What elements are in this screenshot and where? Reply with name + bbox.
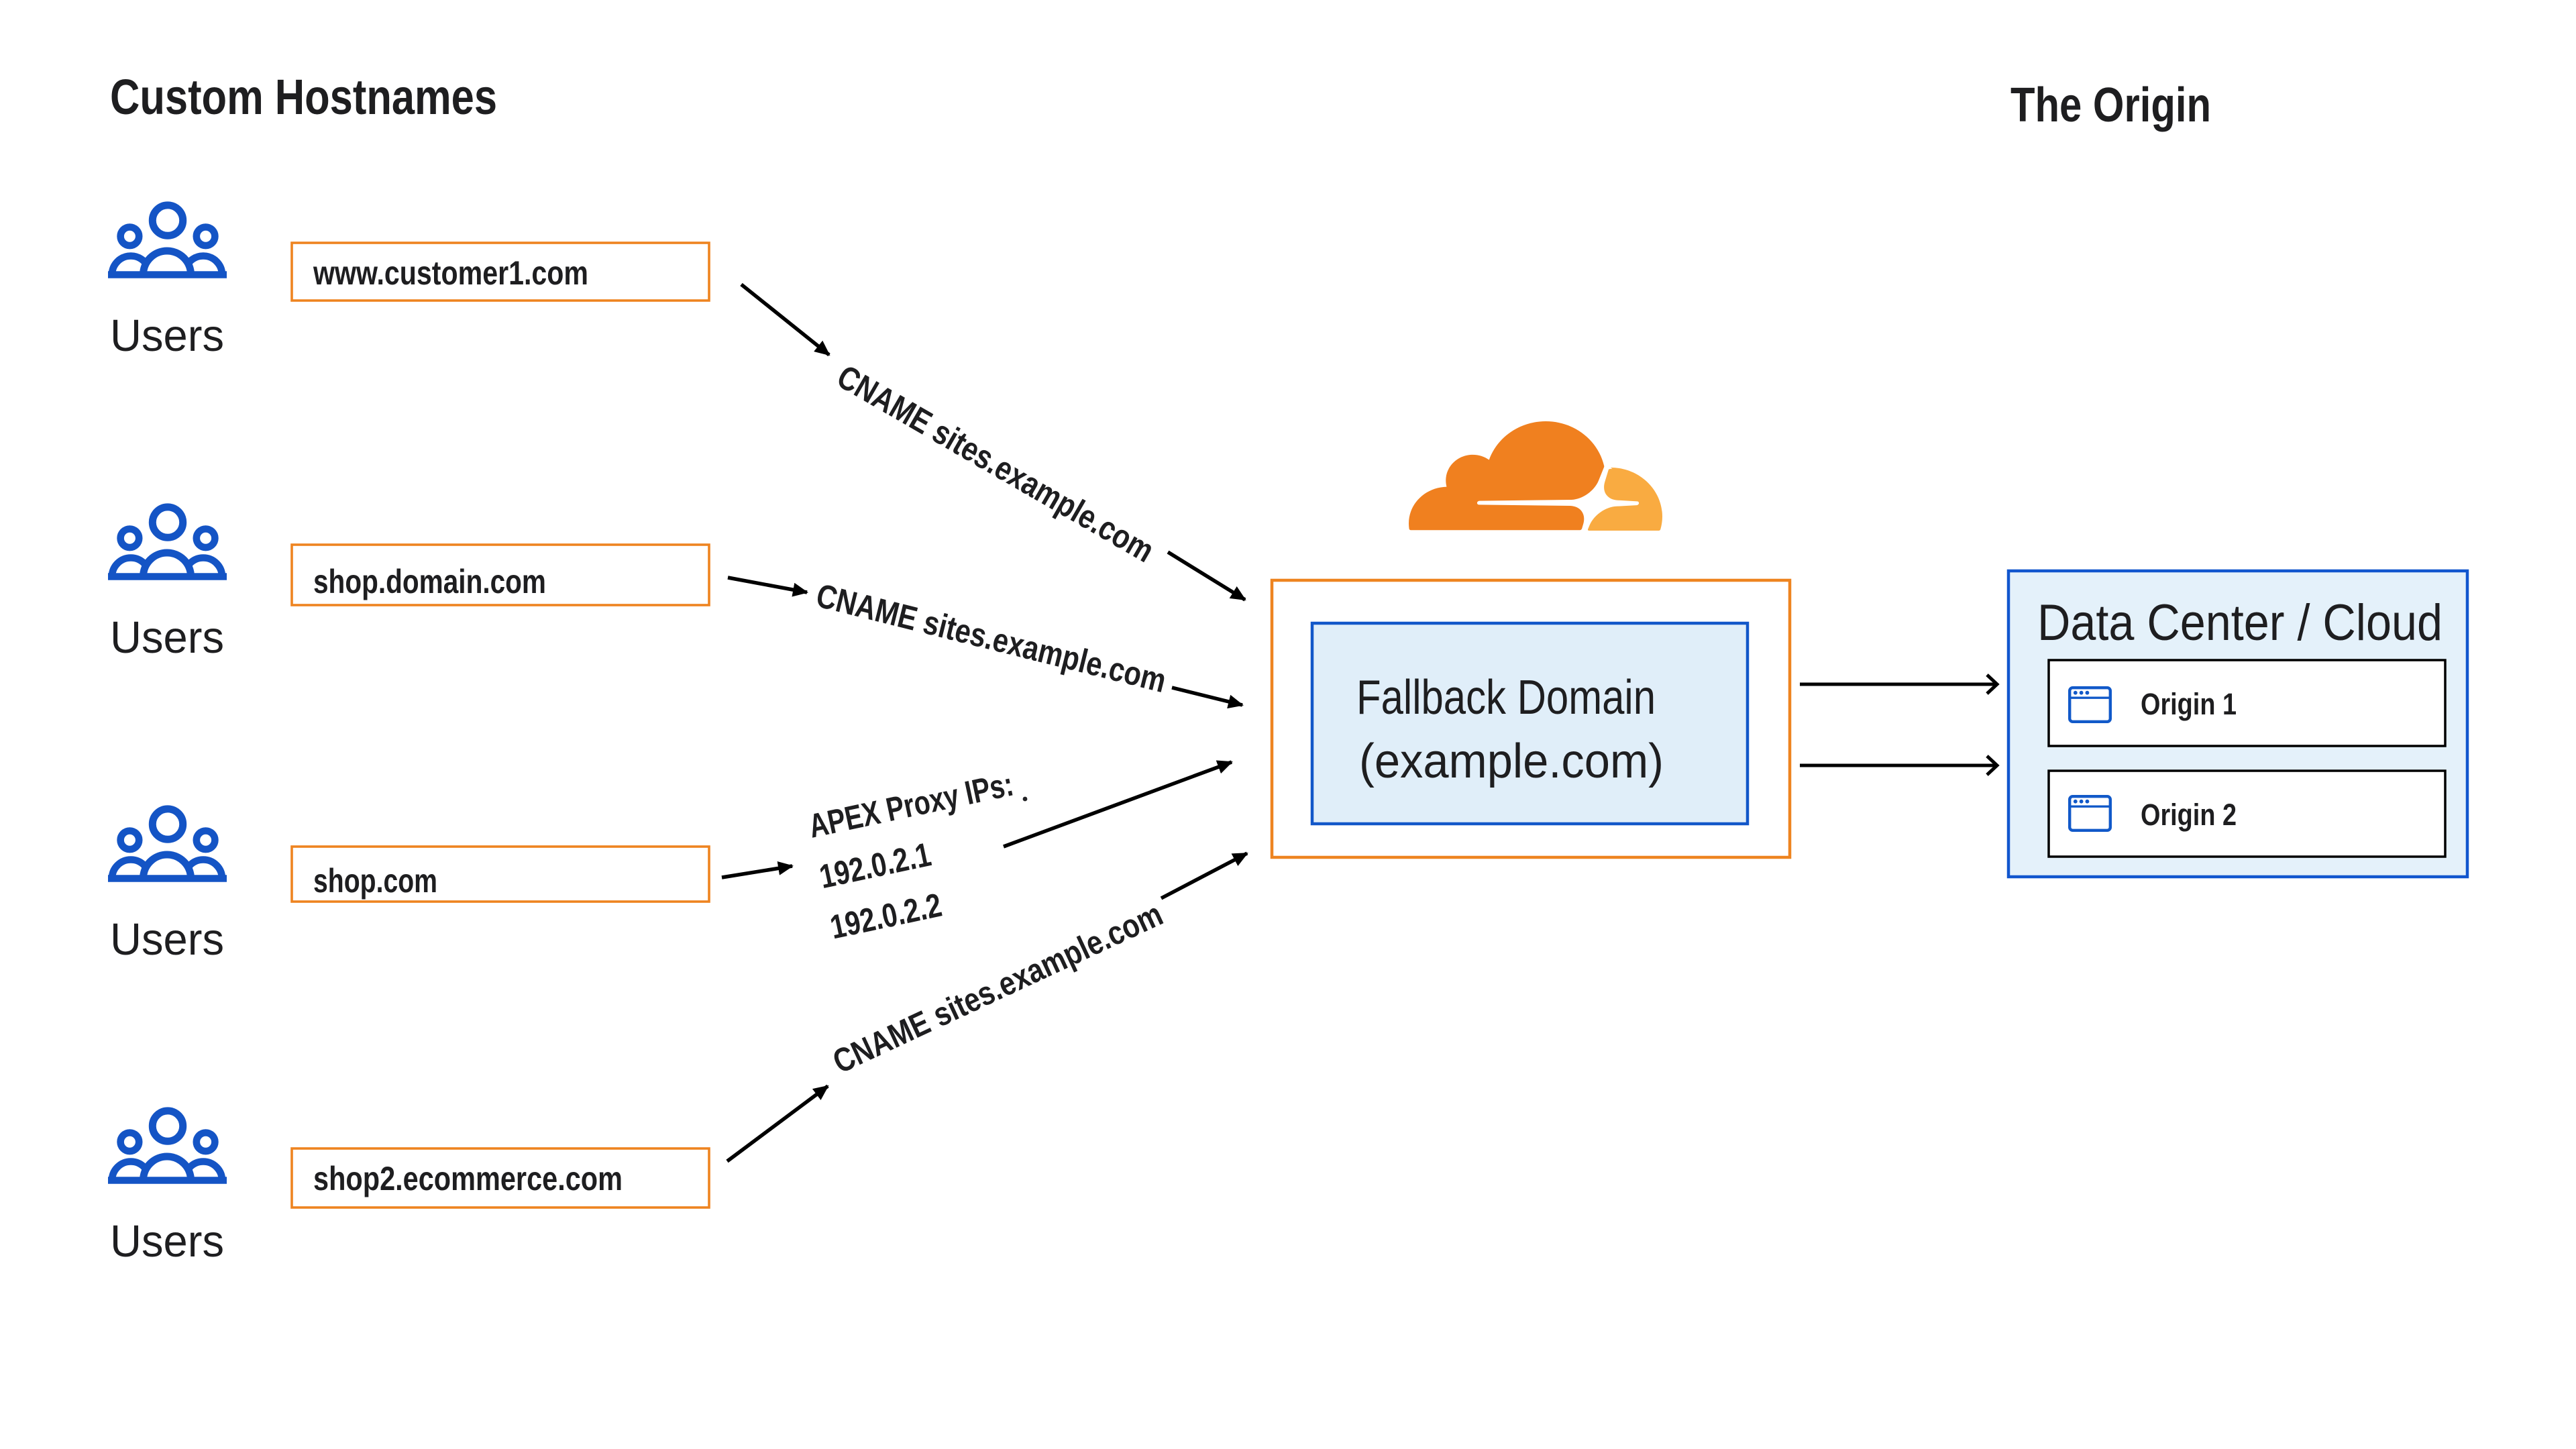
svg-text:Users: Users [110, 914, 224, 965]
svg-text:shop.domain.com: shop.domain.com [313, 563, 546, 600]
svg-text:Users: Users [110, 612, 224, 663]
svg-text:Fallback Domain: Fallback Domain [1356, 671, 1656, 724]
svg-text:Custom Hostnames: Custom Hostnames [110, 69, 497, 125]
svg-text:Users: Users [110, 311, 224, 361]
svg-text:Origin 1: Origin 1 [2141, 687, 2237, 721]
svg-text:Origin 2: Origin 2 [2141, 798, 2237, 832]
svg-text:(example.com): (example.com) [1359, 735, 1664, 788]
svg-text:shop2.ecommerce.com: shop2.ecommerce.com [313, 1160, 623, 1197]
svg-text:Users: Users [110, 1216, 224, 1267]
svg-text:Data Center / Cloud: Data Center / Cloud [2037, 594, 2443, 651]
svg-text:shop.com: shop.com [313, 862, 437, 900]
svg-text:www.customer1.com: www.customer1.com [313, 254, 588, 292]
svg-text:The Origin: The Origin [2010, 78, 2211, 132]
